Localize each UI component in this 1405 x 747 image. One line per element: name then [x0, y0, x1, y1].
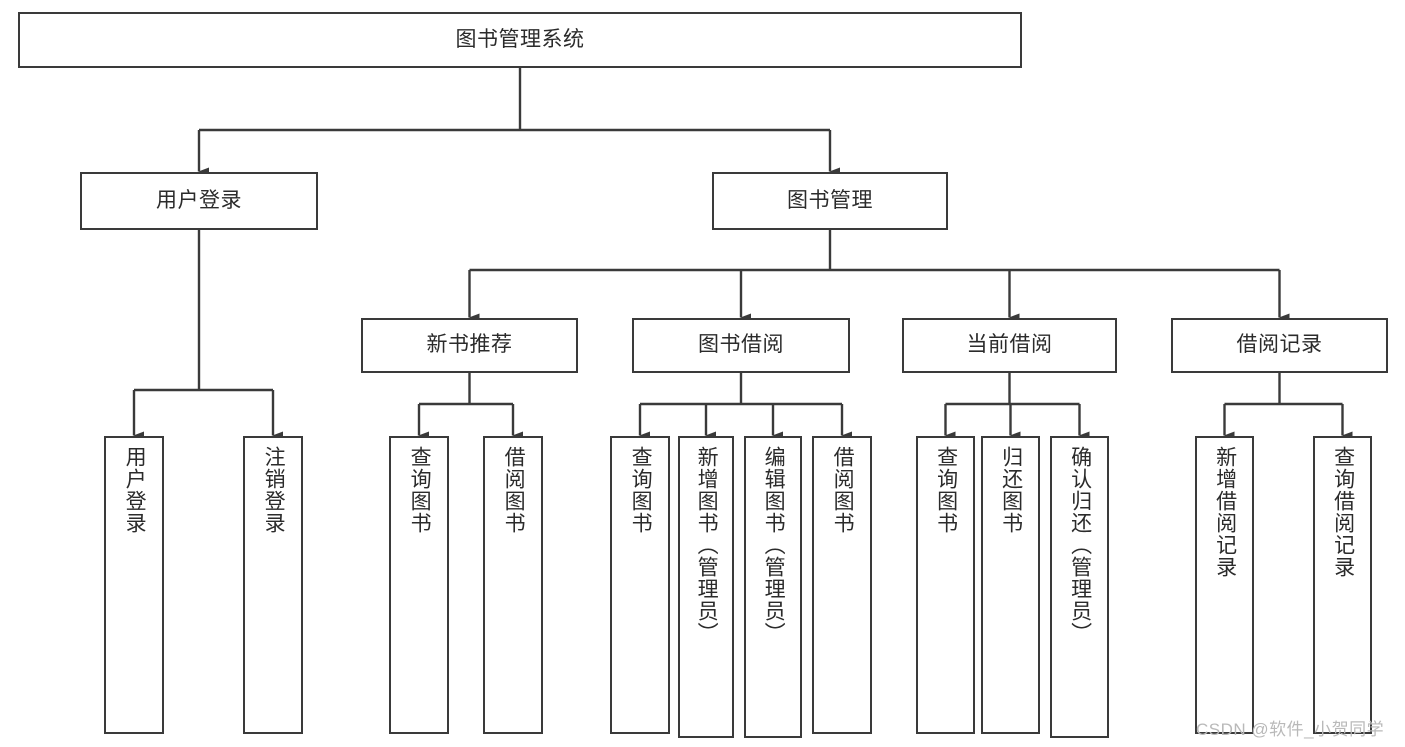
- node-label-user-login: 用户登录: [156, 188, 242, 212]
- node-label-book-manage: 图书管理: [787, 188, 873, 212]
- node-label-root: 图书管理系统: [455, 27, 585, 51]
- node-label-book-borrow: 图书借阅: [698, 333, 784, 357]
- node-label-leaf-edit-book: 编辑图书（管理员）: [762, 446, 786, 644]
- node-current-borrow[interactable]: 当前借阅: [902, 318, 1117, 373]
- node-leaf-add-borrow-record[interactable]: 新增借阅记录: [1195, 436, 1254, 734]
- node-label-leaf-add-book: 新增图书（管理员）: [695, 446, 719, 644]
- node-leaf-query-book-3[interactable]: 查询图书: [916, 436, 975, 734]
- node-label-leaf-query-book-1: 查询图书: [408, 446, 432, 534]
- node-leaf-query-book-1[interactable]: 查询图书: [389, 436, 449, 734]
- node-leaf-edit-book[interactable]: 编辑图书（管理员）: [744, 436, 802, 738]
- node-label-current-borrow: 当前借阅: [966, 333, 1053, 357]
- node-label-leaf-add-borrow-record: 新增借阅记录: [1213, 446, 1237, 578]
- node-leaf-user-login[interactable]: 用户登录: [104, 436, 164, 734]
- node-book-manage[interactable]: 图书管理: [712, 172, 948, 230]
- node-leaf-return-book[interactable]: 归还图书: [981, 436, 1040, 734]
- node-book-borrow[interactable]: 图书借阅: [632, 318, 850, 373]
- node-label-leaf-confirm-return: 确认归还（管理员）: [1068, 446, 1092, 644]
- node-leaf-query-book-2[interactable]: 查询图书: [610, 436, 670, 734]
- node-label-leaf-query-book-2: 查询图书: [629, 446, 653, 534]
- node-label-leaf-user-login: 用户登录: [123, 446, 147, 534]
- node-leaf-borrow-book-2[interactable]: 借阅图书: [812, 436, 872, 734]
- node-root[interactable]: 图书管理系统: [18, 12, 1022, 68]
- node-user-login[interactable]: 用户登录: [80, 172, 318, 230]
- node-label-leaf-query-book-3: 查询图书: [934, 446, 958, 534]
- node-label-leaf-query-borrow-record: 查询借阅记录: [1331, 446, 1355, 578]
- node-label-leaf-logout: 注销登录: [262, 446, 286, 534]
- node-leaf-borrow-book-1[interactable]: 借阅图书: [483, 436, 543, 734]
- node-leaf-confirm-return[interactable]: 确认归还（管理员）: [1050, 436, 1109, 738]
- node-label-borrow-record: 借阅记录: [1236, 333, 1323, 357]
- node-label-leaf-borrow-book-1: 借阅图书: [502, 446, 526, 534]
- node-borrow-record[interactable]: 借阅记录: [1171, 318, 1388, 373]
- node-label-leaf-return-book: 归还图书: [999, 446, 1023, 534]
- node-leaf-add-book[interactable]: 新增图书（管理员）: [678, 436, 734, 738]
- connector-group: [132, 68, 1353, 440]
- node-leaf-logout[interactable]: 注销登录: [243, 436, 303, 734]
- node-label-leaf-borrow-book-2: 借阅图书: [831, 446, 855, 534]
- node-new-book-recommend[interactable]: 新书推荐: [361, 318, 578, 373]
- node-label-new-book-recommend: 新书推荐: [426, 333, 513, 357]
- node-leaf-query-borrow-record[interactable]: 查询借阅记录: [1313, 436, 1372, 734]
